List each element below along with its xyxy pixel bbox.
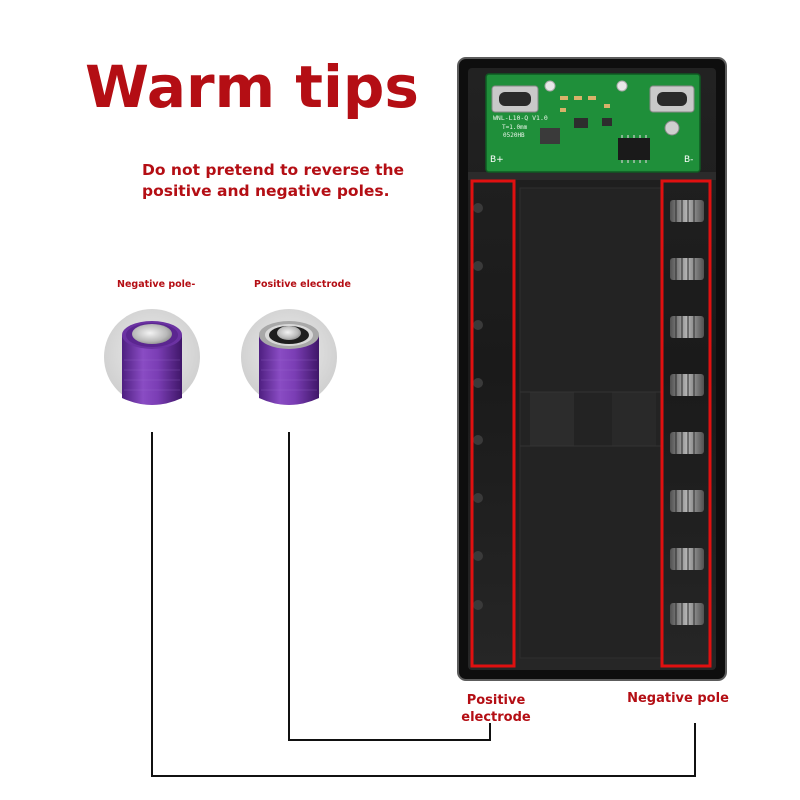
positive-connector-line	[288, 432, 491, 741]
positive-side-highlight	[470, 179, 516, 668]
positive-battery-cell-illustration	[241, 309, 337, 405]
negative-pole-callout: Negative pole	[627, 691, 729, 706]
power-bank-case	[457, 57, 727, 681]
negative-pole-label: Negative pole-	[117, 279, 196, 290]
negative-battery-cell-illustration	[104, 309, 200, 405]
positive-electrode-label: Positive electrode	[254, 279, 351, 290]
positive-terminal-button	[277, 326, 301, 340]
pcb-model-text: WNL-L10-Q V1.0	[493, 114, 548, 122]
positive-electrode-callout: Positive electrode	[461, 693, 531, 725]
pcb-thickness-text: T=1.0mm	[502, 124, 528, 131]
negative-side-highlight	[660, 179, 712, 668]
controller-chip	[618, 138, 650, 160]
pcb-b-minus-label: B-	[684, 155, 693, 165]
polarity-warning-text: Do not pretend to reverse the positive a…	[142, 161, 405, 200]
pcb-board: WNL-L10-Q V1.0 T=1.0mm 0520HB B+ B-	[485, 73, 701, 173]
warm-tips-title: Warm tips	[85, 53, 419, 121]
pcb-b-plus-label: B+	[490, 155, 504, 165]
pcb-date-text: 0520HB	[503, 132, 525, 139]
negative-springs	[670, 200, 704, 625]
negative-connector-line	[151, 432, 696, 777]
connector-lines	[151, 432, 696, 777]
negative-terminal-flat	[132, 324, 172, 344]
